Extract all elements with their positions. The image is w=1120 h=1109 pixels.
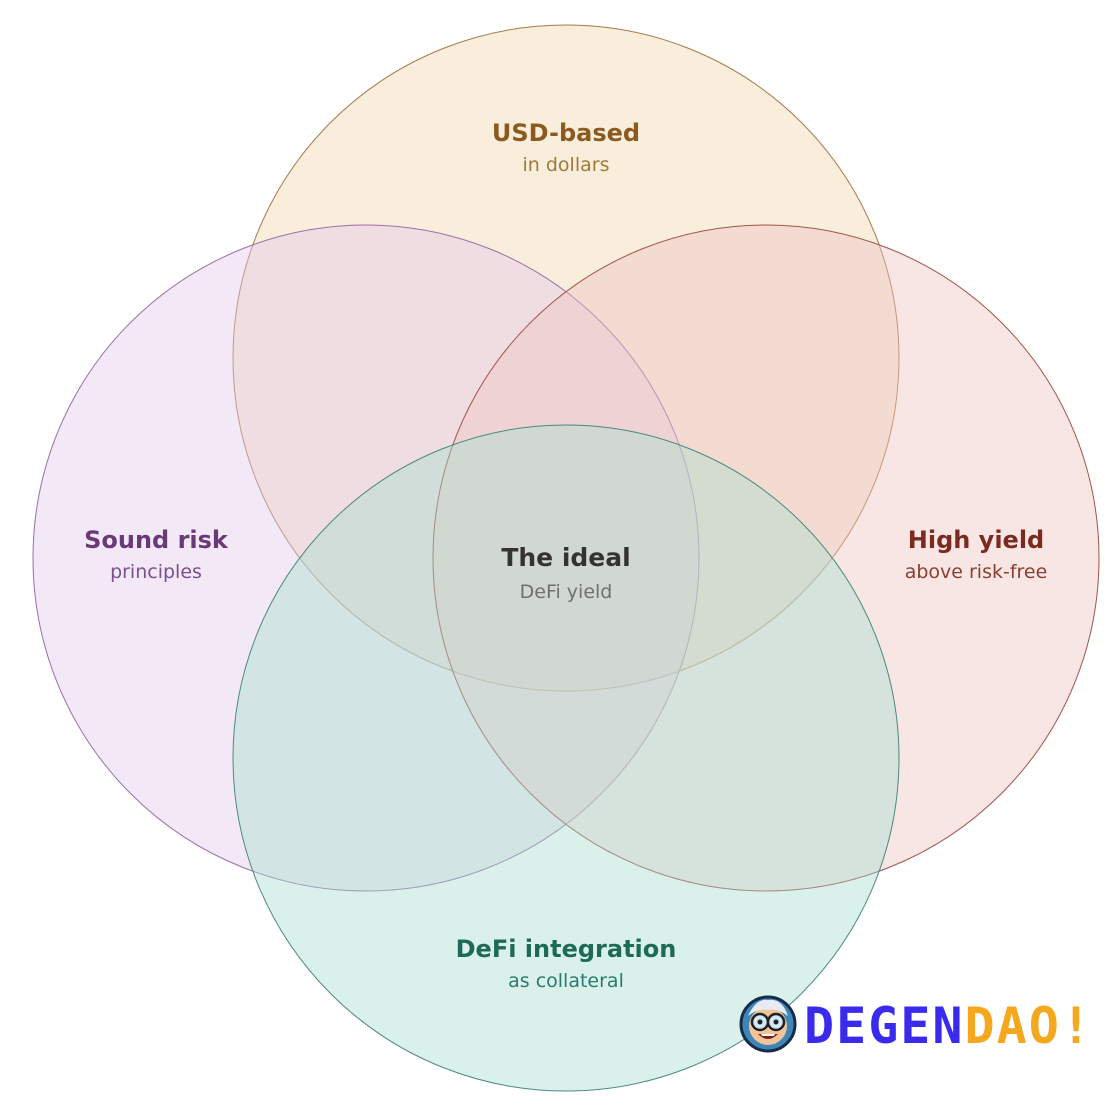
label-defi-integration-subtitle: as collateral bbox=[508, 970, 624, 992]
circle-defi-integration bbox=[232, 424, 900, 1092]
label-usd-based-title: USD-based bbox=[492, 119, 640, 147]
logo-text-degen: DEGEN bbox=[804, 997, 965, 1055]
scientist-mascot-icon bbox=[739, 995, 797, 1053]
center-subtitle: DeFi yield bbox=[520, 581, 613, 603]
logo-text-dao: DAO! bbox=[965, 997, 1093, 1055]
label-defi-integration-title: DeFi integration bbox=[456, 935, 677, 963]
label-sound-risk-subtitle: principles bbox=[110, 561, 202, 583]
circle-high-yield bbox=[432, 224, 1100, 892]
circle-sound-risk bbox=[32, 224, 700, 892]
label-high-yield-title: High yield bbox=[908, 526, 1045, 554]
center-title: The ideal bbox=[501, 543, 630, 572]
label-usd-based-subtitle: in dollars bbox=[523, 154, 610, 176]
degendao-logo: DEGENDAO! bbox=[739, 995, 1093, 1055]
label-high-yield-subtitle: above risk-free bbox=[905, 561, 1048, 583]
circle-usd-based bbox=[232, 24, 900, 692]
label-sound-risk-title: Sound risk bbox=[84, 526, 229, 554]
svg-text:DEGENDAO!: DEGENDAO! bbox=[804, 997, 1093, 1055]
